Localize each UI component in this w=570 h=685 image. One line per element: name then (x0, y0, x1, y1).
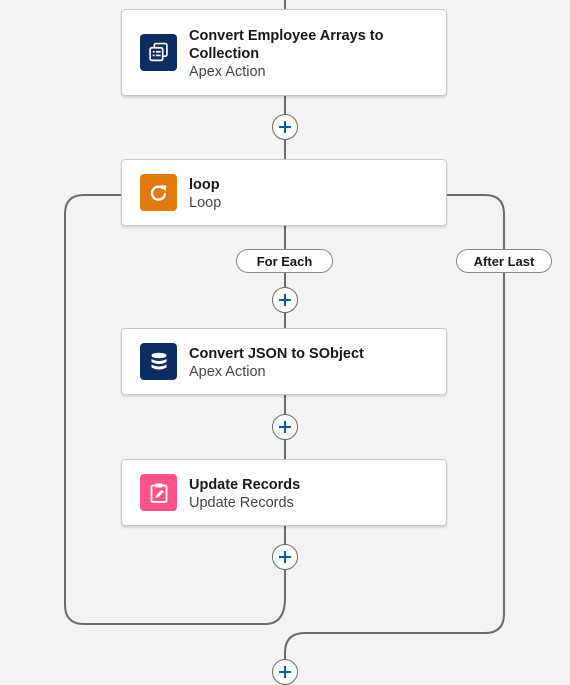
apex-action-icon (140, 34, 177, 71)
node-subtitle: Loop (189, 195, 222, 211)
plus-icon (279, 666, 291, 678)
apex-action-node-convert-employee-arrays[interactable]: Convert Employee Arrays to Collection Ap… (121, 9, 447, 96)
add-element-button[interactable] (272, 544, 298, 570)
after-last-branch-label: After Last (456, 249, 552, 273)
add-element-button[interactable] (272, 287, 298, 313)
update-records-icon (140, 474, 177, 511)
loop-icon (140, 174, 177, 211)
loop-node[interactable]: loop Loop (121, 159, 447, 226)
for-each-branch-label: For Each (236, 249, 333, 273)
plus-icon (279, 421, 291, 433)
add-element-button[interactable] (272, 114, 298, 140)
update-records-node[interactable]: Update Records Update Records (121, 459, 447, 526)
node-title: Convert JSON to SObject (189, 346, 364, 362)
plus-icon (279, 294, 291, 306)
node-subtitle: Update Records (189, 495, 294, 511)
plus-icon (279, 551, 291, 563)
node-subtitle: Apex Action (189, 364, 266, 380)
apex-action-node-convert-json[interactable]: Convert JSON to SObject Apex Action (121, 328, 447, 395)
add-element-button[interactable] (272, 659, 298, 685)
node-title: Convert Employee Arrays to Collection (189, 28, 384, 62)
node-title: Update Records (189, 477, 301, 493)
add-element-button[interactable] (272, 414, 298, 440)
database-icon (140, 343, 177, 380)
plus-icon (279, 121, 291, 133)
node-title: loop (189, 177, 220, 193)
node-subtitle: Apex Action (189, 64, 266, 80)
